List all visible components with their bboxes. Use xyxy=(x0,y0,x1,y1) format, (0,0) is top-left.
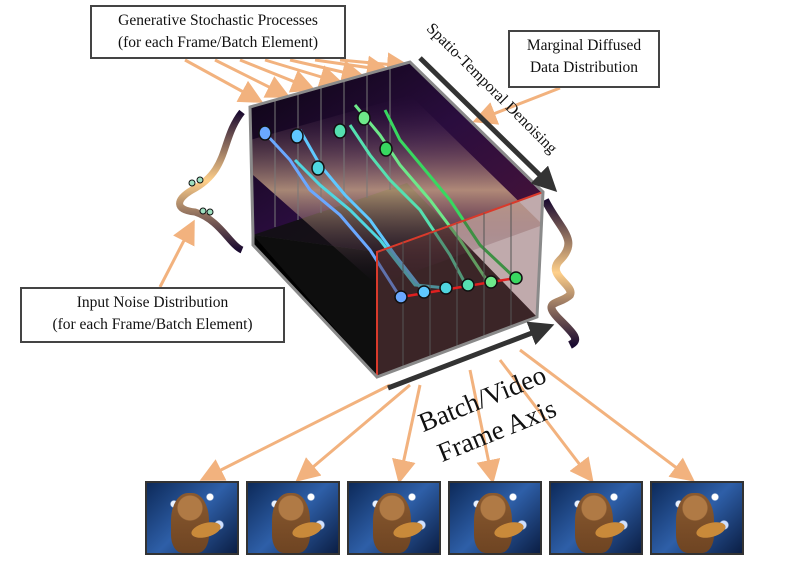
frame-thumbnail-6 xyxy=(650,481,744,555)
generative-processes-label: Generative Stochastic Processes (for eac… xyxy=(90,5,346,59)
spatio-temporal-box xyxy=(248,60,545,379)
noise-samples xyxy=(188,176,214,216)
frame-axis-arrow xyxy=(387,321,555,391)
denoising-axis-arrow xyxy=(418,56,558,192)
pointer-arrows xyxy=(158,52,695,484)
label-line: (for each Frame/Batch Element) xyxy=(52,316,253,333)
label-line: Marginal Diffused xyxy=(526,37,642,54)
label-line: Data Distribution xyxy=(529,59,639,76)
frame-thumbnail-4 xyxy=(448,481,542,555)
input-noise-curve xyxy=(176,109,245,254)
marginal-distribution-label: Marginal Diffused Data Distribution xyxy=(508,30,660,88)
label-line: Generative Stochastic Processes xyxy=(118,12,318,29)
label-line: Input Noise Distribution xyxy=(76,294,229,311)
frame-thumbnail-3 xyxy=(347,481,441,555)
frame-thumbnail-1 xyxy=(145,481,239,555)
label-line: (for each Frame/Batch Element) xyxy=(117,34,319,51)
frame-thumbnail-5 xyxy=(549,481,643,555)
marginal-data-curve xyxy=(541,198,580,349)
frame-thumbnail-2 xyxy=(246,481,340,555)
input-noise-label: Input Noise Distribution (for each Frame… xyxy=(20,287,285,343)
